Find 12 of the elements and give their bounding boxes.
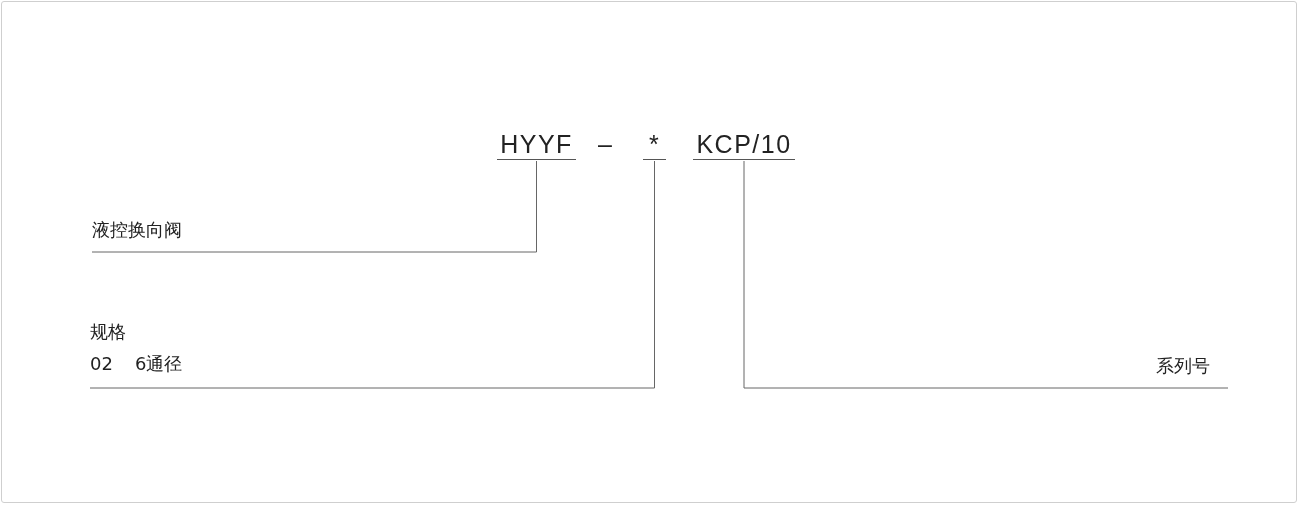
description-text: 02 <box>90 352 113 376</box>
description-text: 系列号 <box>1156 355 1210 376</box>
leader-line <box>91 160 537 253</box>
model-code-segment: KCP/10 <box>693 129 795 160</box>
description-text: 6通径 <box>134 352 183 376</box>
leader-line <box>743 160 1229 389</box>
leader-line <box>89 160 655 389</box>
model-code-segment: HYYF <box>497 129 576 160</box>
description-text: 液控换向阀 <box>92 219 182 240</box>
separator-dash: – <box>598 129 612 159</box>
model-code-segment: * <box>643 129 666 160</box>
heading-text: 规格 <box>90 321 126 342</box>
